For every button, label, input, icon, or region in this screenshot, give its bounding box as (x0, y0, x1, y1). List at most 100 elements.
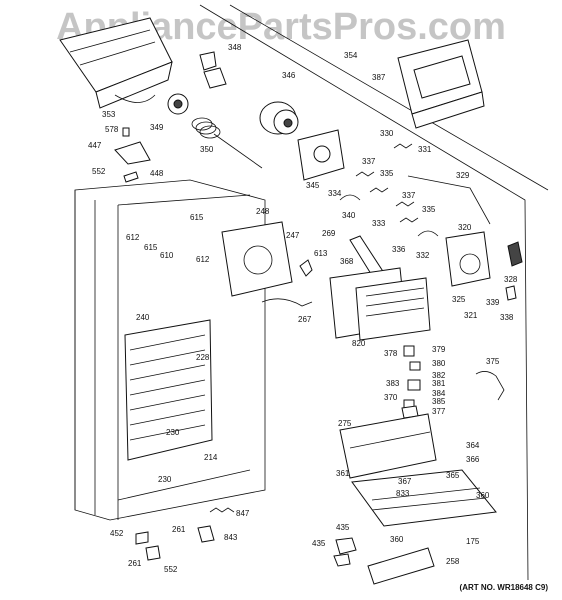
screw-part-552 (123, 171, 139, 183)
callout-c345: 345 (306, 181, 320, 190)
clip-part-338 (505, 285, 517, 301)
callout-c332: 332 (416, 251, 430, 260)
callout-c447: 447 (88, 141, 102, 150)
callout-c370: 370 (384, 393, 398, 402)
lever-part-435b (333, 553, 351, 567)
callout-c552b: 552 (164, 565, 178, 574)
callout-c329: 329 (456, 171, 470, 180)
lever-part-435 (335, 537, 357, 555)
callout-c214: 214 (204, 453, 218, 462)
bracket-part-843 (197, 525, 215, 543)
fan-blade-part (299, 259, 313, 277)
callout-c248: 248 (256, 207, 270, 216)
callout-c380: 380 (432, 359, 446, 368)
callout-c261a: 261 (172, 525, 186, 534)
callout-c320: 320 (458, 223, 472, 232)
auger-motor-part (259, 101, 299, 135)
scoop-part (114, 141, 151, 165)
callout-c354: 354 (344, 51, 358, 60)
callout-c364: 364 (466, 441, 480, 450)
callout-c612b: 612 (196, 255, 210, 264)
callout-c325: 325 (452, 295, 466, 304)
linkage-springs (339, 143, 439, 237)
bracket-part-348b (203, 67, 227, 89)
callout-c387: 387 (372, 73, 386, 82)
callout-c847: 847 (236, 509, 250, 518)
callout-c228: 228 (196, 353, 210, 362)
callout-c328: 328 (504, 275, 518, 284)
callout-c435b: 435 (312, 539, 326, 548)
callout-c383: 383 (386, 379, 400, 388)
callout-c353: 353 (102, 110, 116, 119)
callout-c275: 275 (338, 419, 352, 428)
callout-c335b: 335 (422, 205, 436, 214)
callout-c334: 334 (328, 189, 342, 198)
dispenser-door-part (397, 39, 485, 129)
callout-c382: 382 (432, 371, 446, 380)
callout-c337a: 337 (362, 157, 376, 166)
callout-c240: 240 (136, 313, 150, 322)
callout-c833: 833 (396, 489, 410, 498)
callout-c330: 330 (380, 129, 394, 138)
callout-c321: 321 (464, 311, 478, 320)
cam-part-328 (507, 241, 523, 267)
freezer-cabinet-part (74, 179, 266, 521)
callout-c258: 258 (446, 557, 460, 566)
callout-c247: 247 (286, 231, 300, 240)
callout-c230b: 230 (158, 475, 172, 484)
screw-part-578 (122, 127, 130, 137)
callout-c381: 381 (432, 379, 446, 388)
callout-c367: 367 (398, 477, 412, 486)
callout-c366: 366 (466, 455, 480, 464)
callout-c552a: 552 (92, 167, 106, 176)
callout-c331: 331 (418, 145, 432, 154)
cabinet-outline (199, 4, 549, 581)
callout-c267: 267 (298, 315, 312, 324)
callout-c610: 610 (160, 251, 174, 260)
callout-c338: 338 (500, 313, 514, 322)
callout-c378: 378 (384, 349, 398, 358)
callout-c350: 350 (200, 145, 214, 154)
ice-maker-head-part (445, 231, 491, 287)
callout-c333: 333 (372, 219, 386, 228)
spring-coil-part (191, 117, 263, 169)
callout-c578: 578 (105, 125, 119, 134)
callout-c230a: 230 (166, 428, 180, 437)
callout-c335a: 335 (380, 169, 394, 178)
callout-c448: 448 (150, 169, 164, 178)
callout-c360a: 360 (476, 491, 490, 500)
auger-gear-part (167, 93, 189, 115)
callout-c385: 385 (432, 397, 446, 406)
callout-c452: 452 (110, 529, 124, 538)
art-number: (ART NO. WR18648 C9) (459, 583, 548, 592)
callout-c379: 379 (432, 345, 446, 354)
callout-c261b: 261 (128, 559, 142, 568)
callout-c269: 269 (322, 229, 336, 238)
bracket-hole (313, 145, 331, 163)
callout-c340: 340 (342, 211, 356, 220)
callout-c360b: 360 (390, 535, 404, 544)
callout-c349: 349 (150, 123, 164, 132)
dispenser-housing-part (339, 413, 437, 479)
bracket-part-261 (145, 545, 161, 561)
callout-c361: 361 (336, 469, 350, 478)
callout-c337b: 337 (402, 191, 416, 200)
callout-c336: 336 (392, 245, 406, 254)
callout-c843: 843 (224, 533, 238, 542)
callout-c339: 339 (486, 298, 500, 307)
callout-c820: 820 (352, 339, 366, 348)
callout-c348: 348 (228, 43, 242, 52)
callout-c377: 377 (432, 407, 446, 416)
ice-maker-part (329, 267, 431, 341)
fan-shroud-part (221, 221, 293, 297)
callout-c613: 613 (314, 249, 328, 258)
callout-c365: 365 (446, 471, 460, 480)
evaporator-coil-part (124, 319, 213, 461)
wire-harness-part (261, 298, 313, 307)
callout-c612a: 612 (126, 233, 140, 242)
actuator-rod-part (407, 175, 491, 225)
callout-c435a: 435 (336, 523, 350, 532)
slide-rails-part (351, 469, 497, 527)
